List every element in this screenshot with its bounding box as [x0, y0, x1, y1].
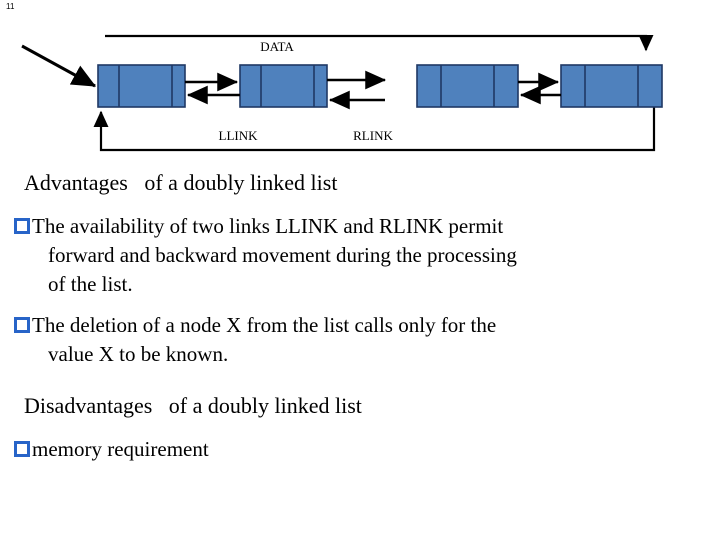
list-node-4: [560, 64, 663, 108]
top-loop-connector: [105, 34, 654, 52]
bullet-text: The availability of two links LLINK and …: [32, 212, 720, 299]
bullet-text: The deletion of a node X from the list c…: [32, 311, 720, 369]
bullet-line-2: forward and backward movement during the…: [48, 243, 517, 267]
list-node-3: [416, 64, 519, 108]
slide-body: Advantages of a doubly linked list The a…: [0, 160, 720, 464]
bullet-square-icon: [14, 441, 30, 457]
bullet-square-icon: [14, 317, 30, 333]
slide-number: 11: [6, 2, 15, 11]
disadvantages-heading: Disadvantages of a doubly linked list: [24, 393, 362, 418]
bottom-loop-connector: [93, 107, 656, 152]
list-node-1: [97, 64, 186, 108]
bullet-item-deletion: The deletion of a node X from the list c…: [0, 311, 720, 369]
data-label: DATA: [260, 39, 294, 54]
bullet-line-1: The availability of two links LLINK and …: [32, 214, 504, 238]
advantages-heading: Advantages of a doubly linked list: [24, 170, 338, 195]
bullet-square-icon: [14, 218, 30, 234]
bullet-item-memory: memory requirement: [0, 435, 720, 464]
doubly-linked-list-diagram: DATA LLINK RLINK: [0, 0, 720, 160]
bullet-line-1: memory requirement: [32, 437, 209, 461]
head-pointer-arrow: [21, 44, 97, 88]
list-node-2: [239, 64, 328, 108]
bullet-item-availability: The availability of two links LLINK and …: [0, 212, 720, 299]
bullet-line-3: of the list.: [48, 272, 133, 296]
rlink-label: RLINK: [353, 128, 393, 143]
bullet-line-2: value X to be known.: [48, 342, 229, 366]
bullet-text: memory requirement: [32, 435, 720, 464]
bullet-line-1: The deletion of a node X from the list c…: [32, 313, 497, 337]
llink-label: LLINK: [219, 128, 259, 143]
